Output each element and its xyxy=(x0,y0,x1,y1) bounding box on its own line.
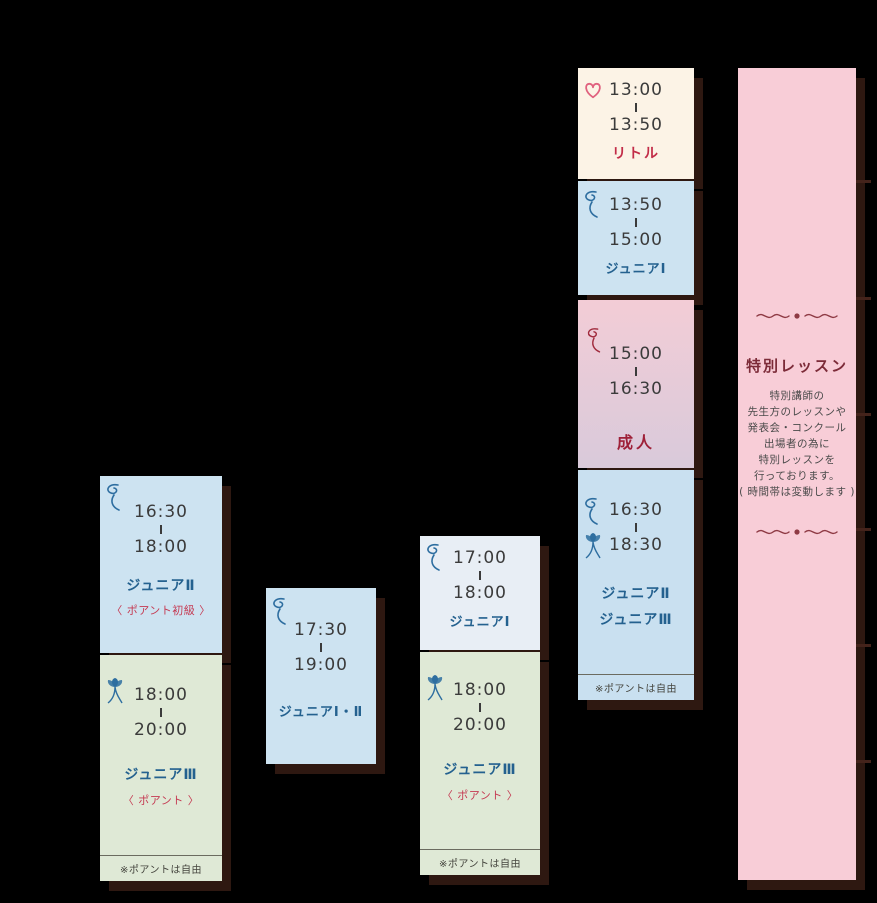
lesson-card-junior1: 13:50 15:00 ジュニアⅠ xyxy=(578,181,694,295)
class-name: 成人 xyxy=(616,433,655,452)
lesson-card-junior2-3: 16:30 18:30 ジュニアⅡ ジュニアⅢ ※ポアントは自由 xyxy=(578,470,694,700)
start-time: 18:00 xyxy=(453,680,507,700)
flower-icon xyxy=(424,674,446,708)
swirl-flourish-icon xyxy=(270,596,290,630)
end-time: 19:00 xyxy=(294,655,348,675)
class-name: ジュニアⅠ・Ⅱ xyxy=(278,705,364,720)
start-time: 17:00 xyxy=(453,548,507,568)
start-time: 16:30 xyxy=(609,500,663,520)
time-dash xyxy=(320,643,322,652)
time-range: 13:00 13:50 xyxy=(609,80,663,135)
swirl-flourish-icon xyxy=(582,496,602,530)
end-time: 16:30 xyxy=(609,379,663,399)
class-name: ジュニアⅢ xyxy=(443,762,517,778)
hour-tick xyxy=(856,413,871,416)
end-time: 13:50 xyxy=(609,115,663,135)
lesson-card-junior1-2: 17:30 19:00 ジュニアⅠ・Ⅱ xyxy=(266,588,376,764)
start-time: 15:00 xyxy=(609,344,663,364)
end-time: 15:00 xyxy=(609,230,663,250)
heart-icon xyxy=(582,82,604,104)
hour-tick xyxy=(856,297,871,300)
class-name: ジュニアⅢ xyxy=(124,767,198,783)
vine-flourish-divider xyxy=(755,524,839,543)
hour-tick xyxy=(856,760,871,763)
end-time: 18:30 xyxy=(609,535,663,555)
time-range: 13:50 15:00 xyxy=(609,195,663,250)
description-line: 出場者の為に xyxy=(764,438,830,450)
end-time: 18:00 xyxy=(134,537,188,557)
pointe-note: ※ポアントは自由 xyxy=(100,855,222,881)
lesson-card-little: 13:00 13:50 リトル xyxy=(578,68,694,179)
class-name: ジュニアⅡ xyxy=(126,578,196,594)
time-dash xyxy=(479,703,481,712)
description-line: 発表会・コンクール xyxy=(747,422,847,434)
special-lesson-panel: 特別レッスン 特別講師の 先生方のレッスンや 発表会・コンクール 出場者の為に … xyxy=(738,68,856,880)
lesson-card-junior3: 18:00 20:00 ジュニアⅢ 〈 ポアント 〉 ※ポアントは自由 xyxy=(420,652,540,875)
class-name: ジュニアⅢ xyxy=(599,612,673,628)
description-line: 行っております。 xyxy=(753,470,841,482)
time-dash xyxy=(635,523,637,532)
start-time: 16:30 xyxy=(134,502,188,522)
lesson-card-adult: 15:00 16:30 成人 xyxy=(578,300,694,468)
end-time: 18:00 xyxy=(453,583,507,603)
lesson-card-junior1: 17:00 18:00 ジュニアⅠ xyxy=(420,536,540,650)
time-range: 17:00 18:00 xyxy=(453,548,507,603)
description-line: ( 時間帯は変動します ) xyxy=(739,486,855,498)
description-line: 先生方のレッスンや xyxy=(747,406,847,418)
end-time: 20:00 xyxy=(453,715,507,735)
special-lesson-title: 特別レッスン xyxy=(745,357,848,375)
pointe-note: ※ポアントは自由 xyxy=(420,849,540,875)
time-dash xyxy=(160,525,162,534)
swirl-flourish-icon xyxy=(104,482,124,516)
class-name: ジュニアⅠ xyxy=(449,615,511,630)
start-time: 13:50 xyxy=(609,195,663,215)
description-line: 特別講師の xyxy=(769,390,825,402)
class-sub-label: 〈 ポアント 〉 xyxy=(122,794,200,807)
class-sub-label: 〈 ポアント 〉 xyxy=(441,789,519,802)
hour-tick xyxy=(856,644,871,647)
time-range: 18:00 20:00 xyxy=(453,680,507,735)
red-swirl-icon xyxy=(584,326,604,358)
class-name: リトル xyxy=(612,146,660,162)
time-range: 16:30 18:30 xyxy=(609,500,663,555)
time-dash xyxy=(160,708,162,717)
pointe-note: ※ポアントは自由 xyxy=(578,674,694,700)
hour-tick xyxy=(856,180,871,183)
flower-icon xyxy=(582,532,604,566)
time-range: 15:00 16:30 xyxy=(609,344,663,399)
special-lesson-description: 特別講師の 先生方のレッスンや 発表会・コンクール 出場者の為に 特別レッスンを… xyxy=(739,388,855,500)
time-range: 16:30 18:00 xyxy=(134,502,188,557)
time-dash xyxy=(479,571,481,580)
swirl-flourish-icon xyxy=(424,542,444,576)
end-time: 20:00 xyxy=(134,720,188,740)
class-name: ジュニアⅡ xyxy=(601,586,671,602)
time-dash xyxy=(635,367,637,376)
class-sub-label: 〈 ポアント初級 〉 xyxy=(111,604,211,617)
swirl-flourish-icon xyxy=(582,189,602,223)
class-name: ジュニアⅠ xyxy=(605,262,667,277)
flower-icon xyxy=(104,677,126,711)
start-time: 13:00 xyxy=(609,80,663,100)
hour-tick xyxy=(856,528,871,531)
vine-flourish-divider xyxy=(755,308,839,327)
lesson-card-junior2: 16:30 18:00 ジュニアⅡ 〈 ポアント初級 〉 xyxy=(100,476,222,653)
description-line: 特別レッスンを xyxy=(758,454,836,466)
start-time: 17:30 xyxy=(294,620,348,640)
start-time: 18:00 xyxy=(134,685,188,705)
time-range: 17:30 19:00 xyxy=(294,620,348,675)
lesson-card-junior3: 18:00 20:00 ジュニアⅢ 〈 ポアント 〉 ※ポアントは自由 xyxy=(100,655,222,881)
time-dash xyxy=(635,103,637,112)
time-dash xyxy=(635,218,637,227)
time-range: 18:00 20:00 xyxy=(134,685,188,740)
